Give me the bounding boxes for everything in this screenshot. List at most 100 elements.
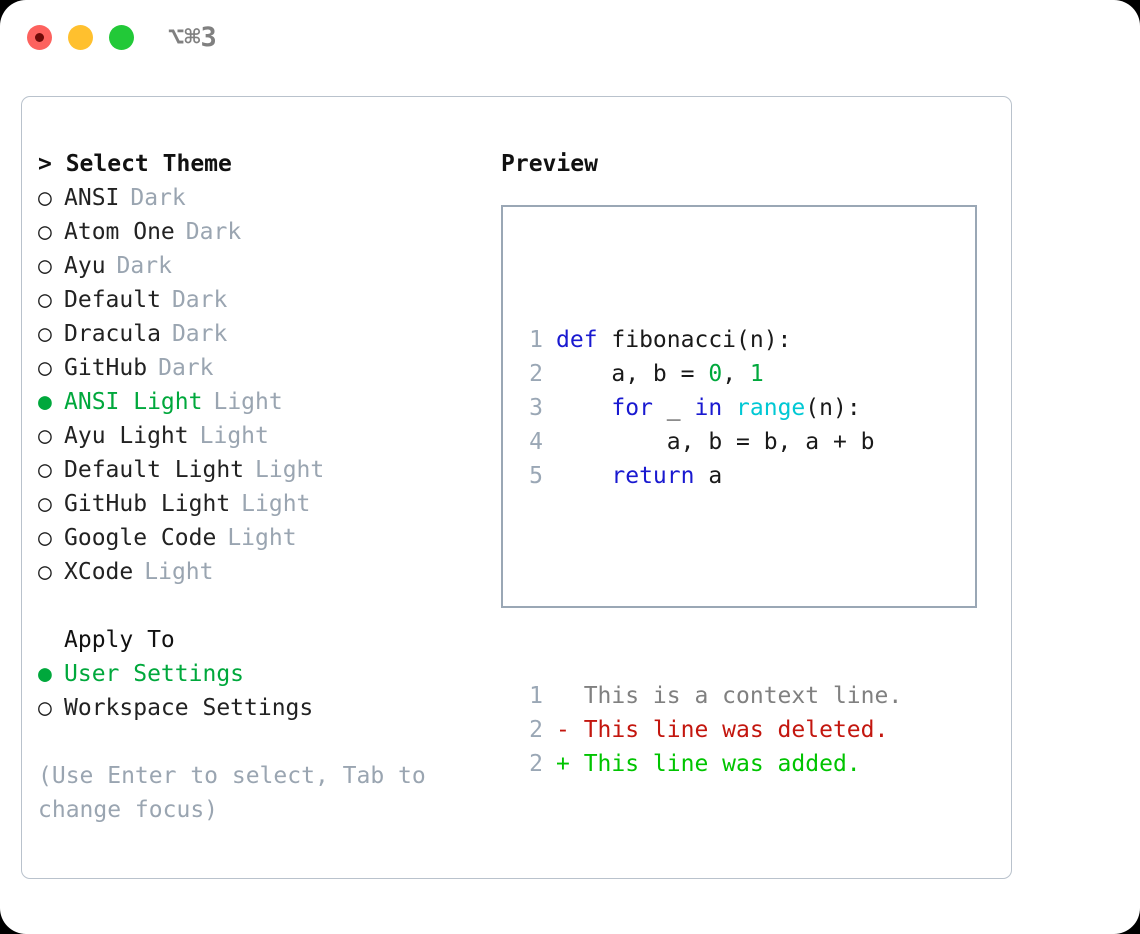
- apply-option-label: User Settings: [64, 661, 245, 687]
- traffic-lights: [27, 25, 134, 50]
- token-txt: (n):: [805, 395, 861, 421]
- theme-option-github[interactable]: ○ GitHub Dark: [38, 351, 478, 385]
- token-num: 1: [749, 361, 764, 387]
- radio-unselected-icon: ○: [38, 287, 52, 313]
- radio-unselected-icon: ○: [38, 491, 52, 517]
- theme-kind-label: Light: [144, 559, 214, 585]
- theme-kind-label: Dark: [185, 219, 242, 245]
- radio-unselected-icon: ○: [38, 525, 52, 551]
- token-txt: [556, 463, 611, 489]
- theme-kind-label: Light: [199, 423, 269, 449]
- radio-unselected-icon: ○: [38, 253, 52, 279]
- token-del: - This line was deleted.: [556, 717, 889, 743]
- token-kw: def: [556, 327, 612, 353]
- title-bar: ⌥⌘3: [0, 0, 1140, 78]
- theme-option-atom-one[interactable]: ○ Atom One Dark: [38, 215, 478, 249]
- line-number: 1: [529, 683, 543, 709]
- token-txt: [556, 395, 611, 421]
- maximize-button[interactable]: [109, 25, 134, 50]
- theme-name: Default: [64, 287, 161, 313]
- keyboard-shortcut-label: ⌥⌘3: [168, 22, 217, 53]
- token-txt: _: [652, 395, 695, 421]
- token-kw: in: [694, 395, 723, 421]
- theme-name: ANSI Light: [64, 389, 203, 415]
- theme-name: Dracula: [64, 321, 161, 347]
- theme-kind-label: Dark: [171, 321, 228, 347]
- code-line: 4 a, b = b, a + b: [517, 425, 902, 459]
- theme-kind-label: Dark: [158, 355, 214, 381]
- select-theme-heading: > Select Theme: [38, 151, 232, 177]
- apply-option-workspace-settings[interactable]: ○Workspace Settings: [38, 691, 478, 725]
- token-kw: for: [611, 395, 653, 421]
- theme-name: GitHub Light: [64, 491, 231, 517]
- diff-line: 1 This is a context line.: [517, 679, 902, 713]
- radio-unselected-icon: ○: [38, 423, 52, 449]
- theme-name: GitHub: [64, 355, 148, 381]
- token-txt: fibonacci(n):: [611, 327, 792, 353]
- radio-unselected-icon: ○: [38, 457, 52, 483]
- line-content: def fibonacci(n):: [556, 323, 791, 357]
- line-number: 2: [529, 717, 543, 743]
- hint-spacer: [38, 725, 478, 759]
- theme-kind-label: Dark: [116, 253, 172, 279]
- line-content: This is a context line.: [556, 679, 903, 713]
- line-content: for _ in range(n):: [556, 391, 861, 425]
- line-content: - This line was deleted.: [556, 713, 888, 747]
- theme-option-ayu-light[interactable]: ○ Ayu Light Light: [38, 419, 478, 453]
- diff-sample: 1 This is a context line. 2 - This line wa…: [517, 679, 902, 781]
- radio-selected-icon: ●: [38, 661, 52, 687]
- theme-option-google-code[interactable]: ○ Google Code Light: [38, 521, 478, 555]
- token-txt: [722, 395, 736, 421]
- token-kw: return: [611, 463, 695, 489]
- line-number: 3: [529, 395, 543, 421]
- diff-line: 2 - This line was deleted.: [517, 713, 902, 747]
- theme-kind-label: Light: [255, 457, 325, 483]
- theme-name: Atom One: [64, 219, 175, 245]
- keyboard-hint-text: (Use Enter to select, Tab to change focu…: [38, 763, 426, 823]
- theme-name: Ayu Light: [64, 423, 189, 449]
- radio-unselected-icon: ○: [38, 219, 52, 245]
- token-fn: range: [736, 395, 806, 421]
- radio-unselected-icon: ○: [38, 559, 52, 585]
- line-number: 2: [529, 361, 543, 387]
- apply-to-options: ● User Settings ○Workspace Settings: [38, 657, 478, 725]
- token-txt: a, b =: [556, 361, 709, 387]
- line-number: 5: [529, 463, 543, 489]
- minimize-button[interactable]: [68, 25, 93, 50]
- theme-kind-label: Dark: [130, 185, 186, 211]
- apply-option-label: Workspace Settings: [64, 695, 314, 721]
- theme-name: Default Light: [64, 457, 245, 483]
- token-add: + This line was added.: [556, 751, 861, 777]
- apply-option-user-settings[interactable]: ● User Settings: [38, 657, 478, 691]
- code-line: 2 a, b = 0, 1: [517, 357, 902, 391]
- section-spacer: [38, 589, 478, 623]
- code-line: 5 return a: [517, 459, 902, 493]
- token-txt: a, b = b, a + b: [556, 429, 875, 455]
- token-ctx: This is a context line.: [556, 683, 903, 709]
- radio-unselected-icon: ○: [38, 355, 52, 381]
- line-content: a, b = b, a + b: [556, 425, 875, 459]
- close-button[interactable]: [27, 25, 52, 50]
- line-content: return a: [556, 459, 722, 493]
- theme-option-default-light[interactable]: ○ Default Light Light: [38, 453, 478, 487]
- theme-kind-label: Light: [227, 525, 297, 551]
- theme-name: Google Code: [64, 525, 217, 551]
- theme-option-ayu[interactable]: ○ Ayu Dark: [38, 249, 478, 283]
- radio-selected-icon: ●: [38, 389, 52, 415]
- theme-name: Ayu: [64, 253, 106, 279]
